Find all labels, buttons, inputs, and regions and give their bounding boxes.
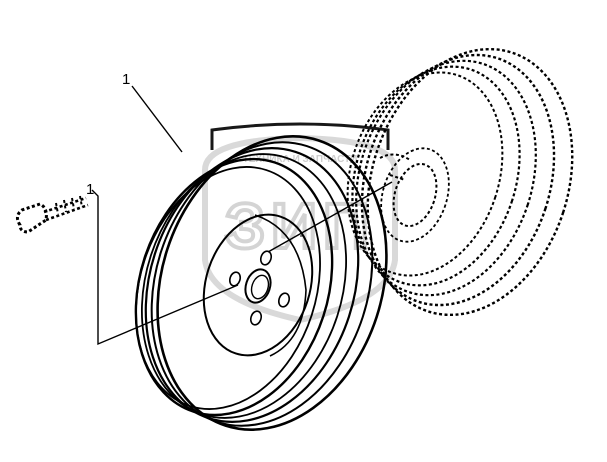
pulley xyxy=(134,135,388,431)
leader-lines xyxy=(91,85,393,346)
assembly-axis xyxy=(267,181,393,253)
watermark-text: ТЕХНИКА И ЗАПЧАСТИ xyxy=(243,154,358,165)
callout-1-pulley: 1 xyxy=(122,71,130,88)
bolt xyxy=(15,195,89,234)
callout-1-bolt: 1 xyxy=(86,181,94,198)
callout-leader-pulley xyxy=(131,85,183,153)
hub-flange xyxy=(346,47,574,317)
callout-leader-bolt xyxy=(91,189,239,346)
